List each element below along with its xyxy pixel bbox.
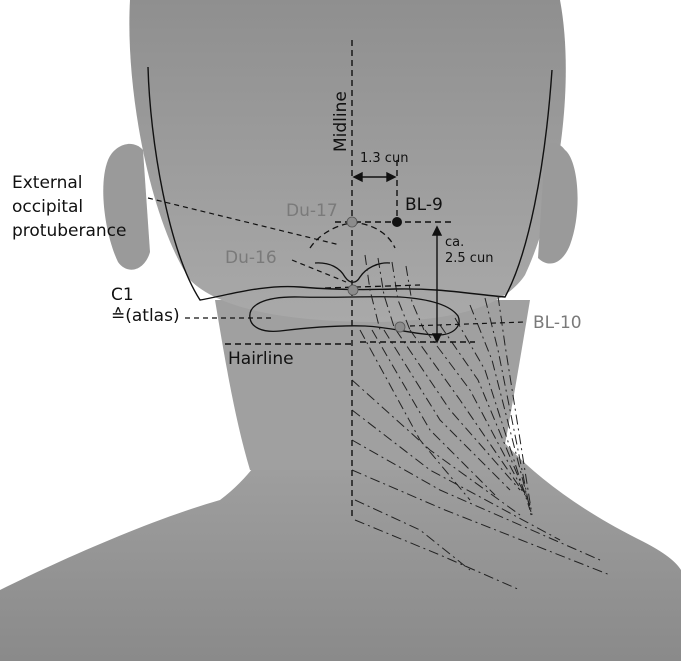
distance-2-5-cun-label: 2.5 cun (445, 251, 493, 266)
atlas-label: ≙(atlas) (111, 306, 180, 326)
midline-label: Midline (331, 91, 351, 152)
external-label-line3: protuberance (12, 221, 126, 241)
head (129, 0, 565, 322)
bl10-label: BL-10 (533, 313, 582, 333)
external-label-line2: occipital (12, 197, 83, 217)
hairline-label: Hairline (228, 349, 294, 369)
distance-ca-label: ca. (445, 235, 464, 250)
neck (215, 300, 530, 470)
bl10-point (395, 322, 405, 332)
du16-point (348, 285, 358, 295)
du16-label: Du-16 (225, 248, 277, 268)
distance-1-3-cun-label: 1.3 cun (360, 151, 408, 166)
du17-point (347, 217, 357, 227)
bl9-point (392, 217, 402, 227)
c1-label: C1 (111, 285, 134, 305)
bl9-label: BL-9 (405, 195, 443, 215)
external-label-line1: External (12, 173, 83, 193)
du17-label: Du-17 (286, 201, 338, 221)
